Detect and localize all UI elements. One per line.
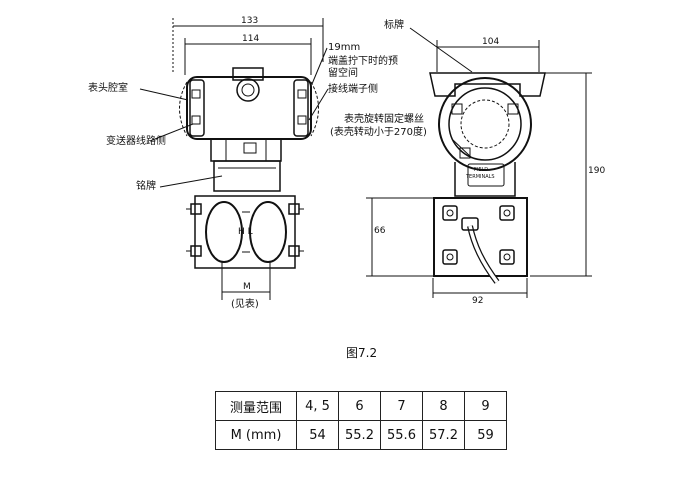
dimension-m: M — [243, 282, 251, 292]
table-cell: 54 — [296, 420, 339, 450]
field-terminals-text-1: FIELD — [474, 167, 489, 173]
front-view — [139, 18, 329, 300]
table-cell: 7 — [380, 391, 423, 421]
clearance-text-line2: 留空间 — [328, 68, 358, 79]
figure-caption: 图7.2 — [346, 346, 378, 360]
table-cell: 8 — [422, 391, 465, 421]
side-view — [366, 27, 592, 298]
nameplate-label: 铭牌 — [136, 181, 156, 192]
table-cell: 9 — [464, 391, 507, 421]
dimension-190: 190 — [588, 166, 606, 176]
measurement-range-table: 测量范围 4, 5 6 7 8 9 M (mm) 54 55.2 55.6 57… — [215, 391, 507, 450]
dimension-114: 114 — [242, 34, 260, 44]
head-cavity-label: 表头腔室 — [88, 83, 128, 94]
table-row-header: M (mm) — [215, 420, 297, 450]
table-cell: 55.6 — [380, 420, 423, 450]
dimension-66: 66 — [374, 226, 386, 236]
table-row: 测量范围 4, 5 6 7 8 9 — [215, 391, 507, 421]
table-cell: 57.2 — [422, 420, 465, 450]
terminal-side-label: 接线端子侧 — [328, 84, 378, 95]
table-cell: 4, 5 — [296, 391, 339, 421]
table-cell: 55.2 — [338, 420, 381, 450]
clearance-text-line1: 端盖拧下时的预 — [328, 56, 398, 67]
clearance-value-label: 19mm — [328, 42, 361, 53]
flange-hl-mark: H L — [238, 227, 253, 237]
table-cell: 59 — [464, 420, 507, 450]
table-row: M (mm) 54 55.2 55.6 57.2 59 — [215, 420, 507, 450]
transmitter-side-label: 变送器线路侧 — [106, 136, 166, 147]
see-table-label: (见表) — [231, 299, 259, 310]
table-cell: 6 — [338, 391, 381, 421]
dimension-133: 133 — [241, 16, 259, 26]
dimension-92: 92 — [472, 296, 484, 306]
field-terminals-text-2: TERMINALS — [466, 174, 495, 180]
tag-label: 标牌 — [384, 20, 404, 31]
table-row-header: 测量范围 — [215, 391, 297, 421]
housing-screw-label: 表壳旋转固定螺丝 — [344, 114, 424, 125]
housing-rotate-label: (表壳转动小于270度) — [330, 127, 427, 138]
dimension-104: 104 — [482, 37, 500, 47]
